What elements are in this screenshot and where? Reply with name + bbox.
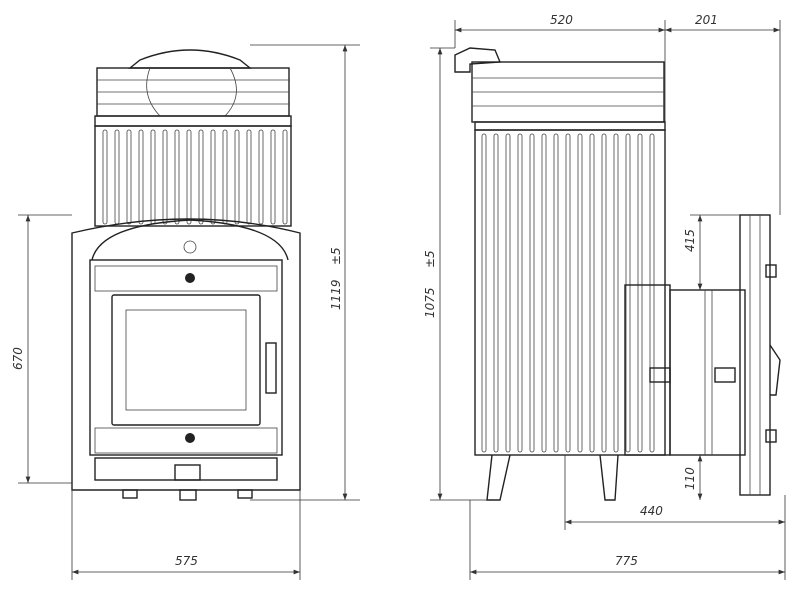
tunnel-flange bbox=[624, 284, 671, 456]
body-rib bbox=[282, 129, 288, 225]
body-rib bbox=[150, 129, 156, 225]
dim-side-total-height: 1075 bbox=[423, 287, 437, 318]
door-handle-side bbox=[769, 344, 781, 396]
body-rib bbox=[565, 133, 571, 453]
tank-lid-side bbox=[454, 47, 502, 73]
body-rib bbox=[222, 129, 228, 225]
body-rib bbox=[529, 133, 535, 453]
dim-side-tolerance: ±5 bbox=[423, 250, 437, 268]
dim-top-depth: 520 bbox=[550, 13, 573, 27]
body-rib bbox=[162, 129, 168, 225]
dim-firebox-height: 670 bbox=[11, 347, 25, 370]
body-rib bbox=[625, 133, 631, 453]
dimension-lines bbox=[18, 20, 786, 580]
body-rib bbox=[505, 133, 511, 453]
body-rib bbox=[589, 133, 595, 453]
ribbed-body bbox=[94, 125, 292, 227]
dim-tunnel-floor: 110 bbox=[683, 467, 697, 490]
door-handle bbox=[265, 342, 277, 394]
door-glass bbox=[111, 294, 261, 426]
leg bbox=[599, 454, 619, 501]
body-rib bbox=[637, 133, 643, 453]
body-rib bbox=[577, 133, 583, 453]
body-rib bbox=[270, 129, 276, 225]
front-frame bbox=[71, 218, 301, 491]
body-rib bbox=[553, 133, 559, 453]
ribbed-body-side bbox=[474, 129, 666, 456]
body-rib bbox=[102, 129, 108, 225]
handle-knob-icon bbox=[183, 240, 197, 254]
body-rib bbox=[493, 133, 499, 453]
body-rib bbox=[234, 129, 240, 225]
fire-tunnel bbox=[669, 289, 746, 456]
dim-front-tolerance: ±5 bbox=[329, 247, 343, 265]
air-control bbox=[174, 464, 201, 481]
dim-top-extra: 201 bbox=[695, 13, 718, 27]
body-rib bbox=[210, 129, 216, 225]
body-rib bbox=[186, 129, 192, 225]
body-rib bbox=[126, 129, 132, 225]
body-rib bbox=[649, 133, 655, 453]
dim-front-width: 575 bbox=[175, 554, 198, 568]
firebox-door bbox=[89, 259, 283, 456]
body-rib bbox=[198, 129, 204, 225]
door-arch bbox=[91, 219, 289, 261]
stone-tank-lid bbox=[128, 49, 252, 69]
dim-tunnel-height: 415 bbox=[683, 229, 697, 252]
body-rib bbox=[517, 133, 523, 453]
body-rib bbox=[174, 129, 180, 225]
front-view bbox=[71, 49, 301, 501]
body-rib bbox=[246, 129, 252, 225]
body-rib bbox=[481, 133, 487, 453]
body-rib bbox=[541, 133, 547, 453]
dim-total-depth: 775 bbox=[615, 554, 638, 568]
body-rib bbox=[258, 129, 264, 225]
front-panel-side bbox=[739, 214, 771, 496]
dim-front-total-height: 1119 bbox=[329, 279, 343, 310]
body-rib bbox=[601, 133, 607, 453]
body-rib bbox=[138, 129, 144, 225]
leg bbox=[486, 454, 511, 501]
dim-tunnel-length: 440 bbox=[640, 504, 663, 518]
body-rib bbox=[613, 133, 619, 453]
side-view bbox=[454, 47, 781, 501]
body-rib bbox=[114, 129, 120, 225]
dimension-labels: 575 670 1119 ±5 1075 ±5 520 201 415 110 … bbox=[11, 13, 718, 568]
